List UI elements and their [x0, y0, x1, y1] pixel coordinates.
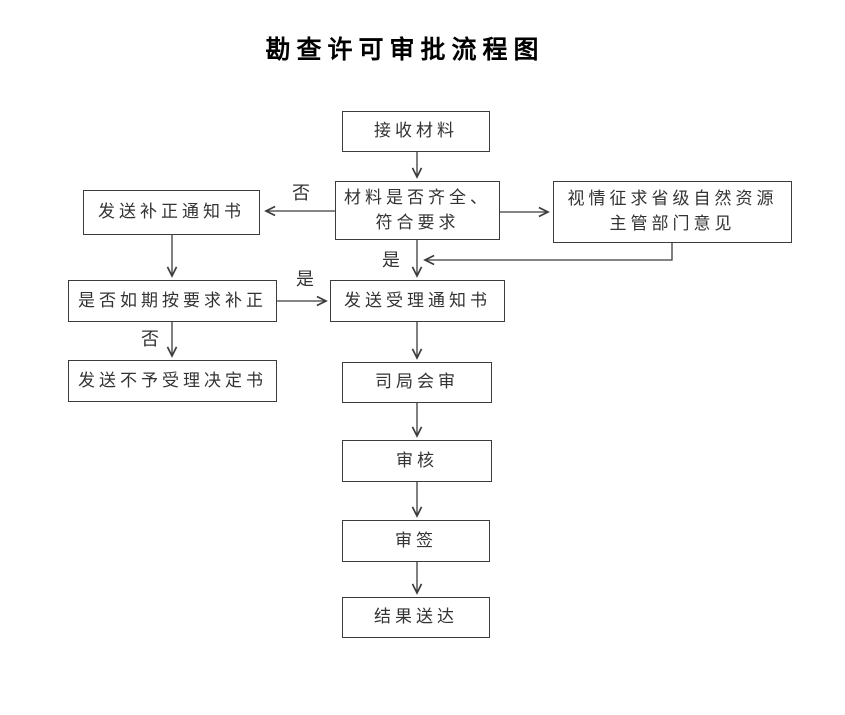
node-check-materials-complete: 材料是否齐全、 符合要求 — [335, 181, 500, 240]
node-deliver-result: 结果送达 — [342, 597, 490, 638]
edge-label-check-no: 否 — [292, 183, 310, 203]
node-department-joint-review: 司局会审 — [342, 362, 492, 403]
node-receive-materials: 接收材料 — [342, 111, 490, 152]
node-label-line1: 视情征求省级自然资源 — [567, 189, 778, 209]
edge-label-correction-yes: 是 — [296, 269, 314, 289]
page-title: 勘查许可审批流程图 — [265, 37, 545, 64]
edge-consult-to-acceptance-junction — [423, 243, 673, 266]
node-label: 发送受理通知书 — [344, 290, 491, 310]
node-label-line2: 符合要求 — [375, 212, 460, 232]
node-check-corrected-on-time: 是否如期按要求补正 — [68, 280, 277, 322]
node-label: 结果送达 — [374, 607, 458, 627]
node-send-correction-notice: 发送补正通知书 — [83, 190, 260, 235]
node-label-line1: 材料是否齐全、 — [344, 187, 491, 207]
node-consult-provincial-authority: 视情征求省级自然资源 主管部门意见 — [553, 181, 792, 243]
node-send-acceptance-notice: 发送受理通知书 — [330, 280, 505, 322]
node-label: 是否如期按要求补正 — [78, 290, 267, 310]
node-send-rejection-decision: 发送不予受理决定书 — [68, 360, 277, 402]
node-label: 审签 — [395, 530, 437, 550]
node-label: 接收材料 — [374, 121, 458, 141]
edge-label-correction-no: 否 — [141, 329, 159, 349]
node-review: 审核 — [342, 440, 492, 482]
node-label-line2: 主管部门意见 — [609, 214, 736, 233]
node-label: 审核 — [396, 450, 438, 470]
node-label: 发送不予受理决定书 — [78, 370, 267, 390]
edge-label-check-yes: 是 — [382, 250, 400, 270]
node-label: 发送补正通知书 — [98, 202, 245, 222]
node-sign-off: 审签 — [342, 520, 490, 562]
node-label: 司局会审 — [375, 372, 459, 392]
